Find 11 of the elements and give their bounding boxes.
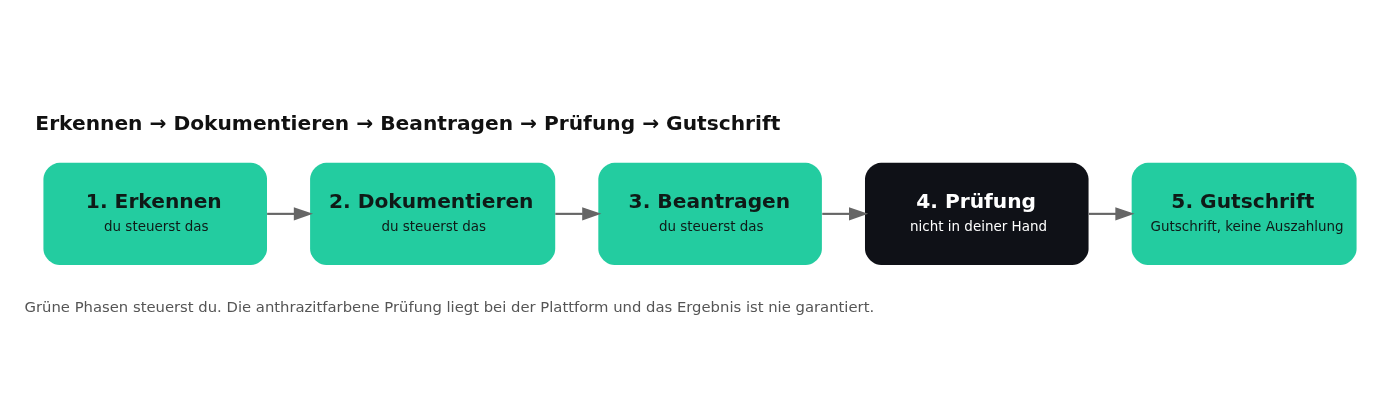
node-box: 2. Dokumentieren du steuerst das xyxy=(310,162,556,265)
node-box: 3. Beantragen du steuerst das xyxy=(598,162,822,265)
node-box: 4. Prüfung nicht in deiner Hand xyxy=(865,162,1089,265)
arrow xyxy=(822,206,869,221)
node-box: 1. Erkennen du steuerst das xyxy=(43,162,267,265)
arrow xyxy=(1088,206,1135,221)
arrow xyxy=(555,206,602,221)
arrow xyxy=(267,206,313,221)
node-box: 5. Gutschrift Gutschrift, keine Auszahlung xyxy=(1131,162,1357,265)
diagram-title: Erkennen → Dokumentieren → Beantragen → Prüfung → Gutschrift xyxy=(35,110,781,135)
caption: Grüne Phasen steuerst du. Die anthrazitfarbene Prüfung liegt bei der Plattform und das Ergebnis ist nie garantiert. xyxy=(24,297,875,315)
